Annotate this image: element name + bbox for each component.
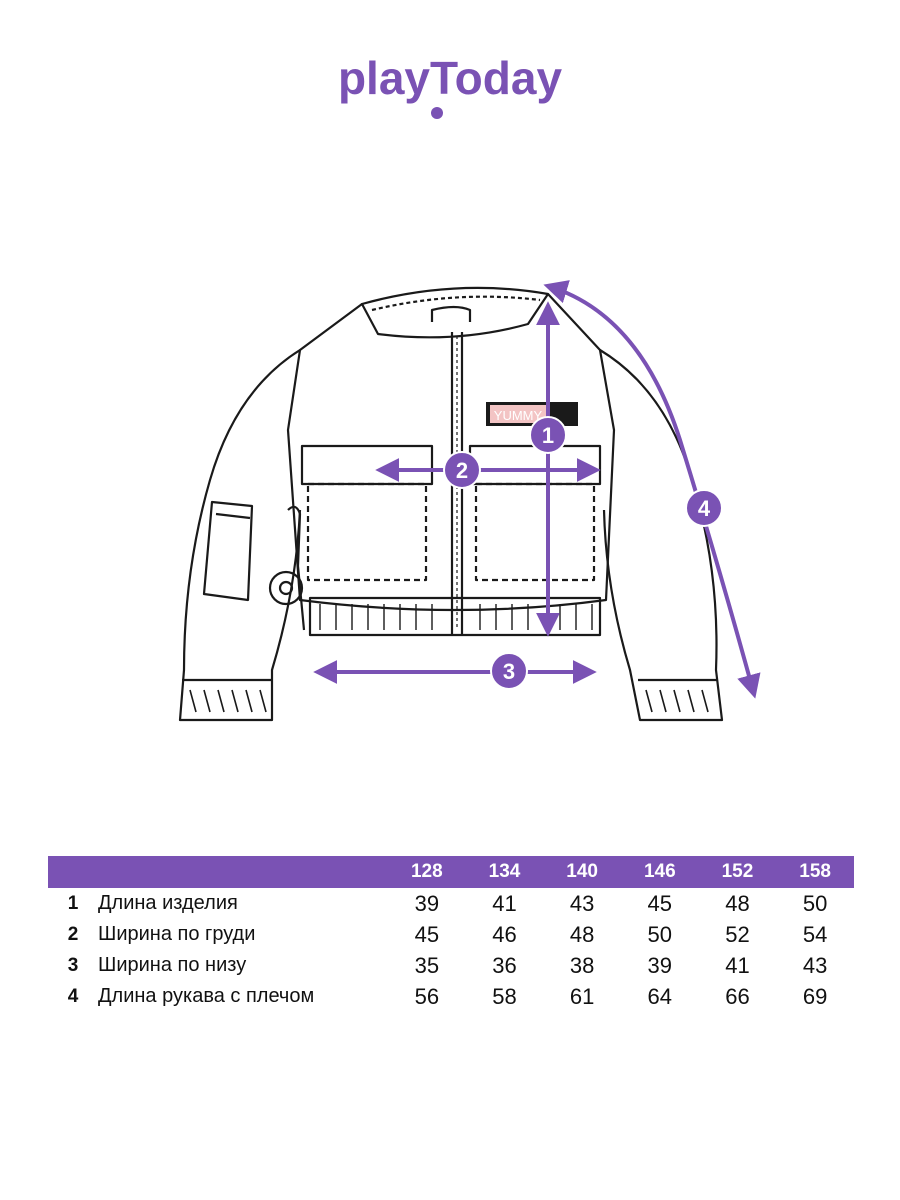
jacket-drawing: YUMMY 1 2 3 4 <box>178 280 761 722</box>
row-value: 45 <box>647 890 673 916</box>
row-label: Ширина по груди <box>98 923 256 945</box>
size-header-row: 128 134 140 146 152 158 <box>48 856 854 888</box>
svg-text:2: 2 <box>456 458 468 483</box>
row-value: 39 <box>414 890 440 916</box>
svg-text:3: 3 <box>503 659 515 684</box>
brand-name: playToday <box>338 52 563 104</box>
jacket-outline <box>178 286 724 722</box>
size-header: 158 <box>776 856 854 888</box>
row-value: 45 <box>414 921 440 947</box>
svg-text:1: 1 <box>542 423 554 448</box>
row-value: 66 <box>725 983 750 1009</box>
row-label: Длина изделия <box>98 892 238 914</box>
row-value: 56 <box>414 983 440 1009</box>
size-header: 146 <box>620 856 699 888</box>
marker-4: 4 <box>685 489 723 527</box>
size-header: 152 <box>698 856 777 888</box>
size-table: 128 134 140 146 152 158 1 Длина изделия … <box>48 856 854 1012</box>
row-value: 36 <box>492 952 517 978</box>
marker-2: 2 <box>443 451 481 489</box>
size-header: 128 <box>388 856 466 888</box>
marker-3: 3 <box>490 652 528 690</box>
row-value: 54 <box>802 921 828 947</box>
row-value: 43 <box>569 890 595 916</box>
row-number: 3 <box>67 954 79 976</box>
row-label: Ширина по низу <box>98 954 247 976</box>
table-row: 4 Длина рукава с плечом 56 58 61 64 66 6… <box>48 981 854 1012</box>
badge-text: YUMMY <box>494 408 543 423</box>
header-spacer <box>98 856 388 888</box>
size-header: 134 <box>465 856 544 888</box>
svg-text:4: 4 <box>698 496 711 521</box>
row-label: Длина рукава с плечом <box>98 985 315 1007</box>
row-value: 58 <box>492 983 517 1009</box>
row-value: 52 <box>725 921 750 947</box>
row-value: 50 <box>647 921 673 947</box>
row-number: 1 <box>67 892 79 914</box>
row-value: 64 <box>647 983 673 1009</box>
table-row: 1 Длина изделия 39 41 43 45 48 50 <box>48 888 854 919</box>
row-value: 48 <box>725 890 750 916</box>
header-spacer <box>48 856 98 888</box>
measurement-arrows <box>313 280 761 699</box>
row-value: 46 <box>492 921 517 947</box>
logo-dot-icon <box>431 107 443 119</box>
row-value: 48 <box>569 921 595 947</box>
marker-1: 1 <box>529 416 567 454</box>
row-value: 69 <box>802 983 828 1009</box>
brand-logo: playToday <box>338 52 563 119</box>
table-row: 2 Ширина по груди 45 46 48 50 52 54 <box>48 919 854 950</box>
row-value: 61 <box>569 983 595 1009</box>
row-value: 39 <box>647 952 673 978</box>
chest-badge: YUMMY <box>486 402 578 426</box>
row-value: 41 <box>725 952 750 978</box>
row-value: 38 <box>569 952 595 978</box>
row-value: 43 <box>802 952 828 978</box>
row-number: 4 <box>67 985 79 1007</box>
row-value: 41 <box>492 890 517 916</box>
row-value: 50 <box>802 890 828 916</box>
row-value: 35 <box>414 952 440 978</box>
arrow-sleeve <box>543 280 761 699</box>
size-header: 140 <box>543 856 621 888</box>
table-row: 3 Ширина по низу 35 36 38 39 41 43 <box>48 950 854 981</box>
row-number: 2 <box>67 923 79 945</box>
